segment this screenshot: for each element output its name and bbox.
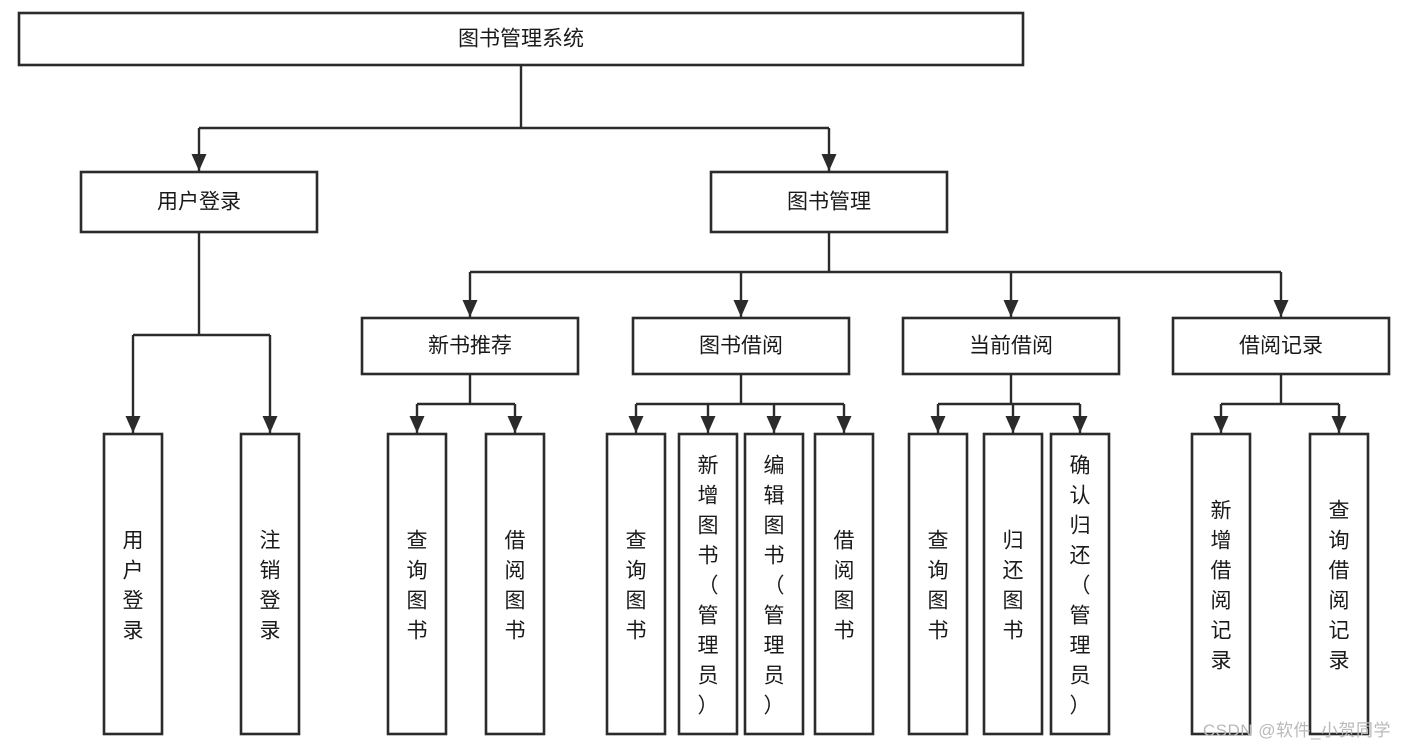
- node-box-leaf-borrow-book-rec: [484, 432, 546, 736]
- node-current-borrow[interactable]: 当前借阅: [901, 316, 1121, 376]
- node-box-leaf-user-login: [102, 432, 164, 736]
- edge-group-root: [191, 65, 837, 171]
- node-layer: 图书管理系统用户登录图书管理新书推荐图书借阅当前借阅借阅记录用户登录注销登录查询…: [17, 11, 1391, 736]
- arrow-head-icon: [262, 416, 278, 433]
- arrow-head-icon: [628, 416, 644, 433]
- node-box-borrow-record: [1171, 316, 1391, 376]
- node-leaf-query-book-rec[interactable]: 查询图书: [386, 432, 448, 736]
- node-label-leaf-return-book: 归还图书: [1003, 529, 1024, 642]
- node-label-leaf-query-book-rec: 查询图书: [407, 529, 428, 642]
- node-book-manage[interactable]: 图书管理: [709, 170, 949, 234]
- node-leaf-query-book-borrow[interactable]: 查询图书: [605, 432, 667, 736]
- arrow-head-icon: [1005, 416, 1021, 433]
- node-box-current-borrow: [901, 316, 1121, 376]
- node-box-book-manage: [709, 170, 949, 234]
- node-box-user-login: [79, 170, 319, 234]
- edge-group-new-book-recommend: [409, 374, 523, 433]
- arrow-head-icon: [733, 300, 749, 317]
- node-box-leaf-confirm-return: [1049, 432, 1111, 736]
- edge-group-current-borrow: [930, 374, 1088, 433]
- node-label-leaf-query-book-cur: 查询图书: [928, 529, 949, 642]
- node-box-leaf-edit-book: [743, 432, 805, 736]
- node-box-leaf-return-book: [982, 432, 1044, 736]
- node-label-leaf-user-login: 用户登录: [123, 529, 144, 642]
- node-new-book-recommend[interactable]: 新书推荐: [360, 316, 580, 376]
- node-label-new-book-recommend: 新书推荐: [428, 335, 512, 358]
- node-box-leaf-query-book-cur: [907, 432, 969, 736]
- node-leaf-add-book[interactable]: 新增图书（管理员）: [677, 432, 739, 736]
- arrow-head-icon: [191, 154, 207, 171]
- node-borrow-record[interactable]: 借阅记录: [1171, 316, 1391, 376]
- node-label-current-borrow: 当前借阅: [969, 335, 1053, 358]
- node-label-leaf-add-record: 新增借阅记录: [1211, 499, 1232, 672]
- node-leaf-query-record[interactable]: 查询借阅记录: [1308, 432, 1370, 736]
- node-leaf-return-book[interactable]: 归还图书: [982, 432, 1044, 736]
- edge-group-book-borrow: [628, 374, 852, 433]
- edge-group-user-login: [125, 232, 278, 433]
- arrow-head-icon: [1213, 416, 1229, 433]
- arrow-head-icon: [836, 416, 852, 433]
- arrow-head-icon: [409, 416, 425, 433]
- arrow-head-icon: [700, 416, 716, 433]
- edge-group-book-manage: [462, 232, 1289, 317]
- node-label-leaf-query-book-borrow: 查询图书: [626, 529, 647, 642]
- arrow-head-icon: [766, 416, 782, 433]
- node-leaf-user-logout[interactable]: 注销登录: [239, 432, 301, 736]
- arrow-head-icon: [930, 416, 946, 433]
- arrow-head-icon: [821, 154, 837, 171]
- node-box-root: [17, 11, 1025, 67]
- node-label-leaf-confirm-return: 确认归还（管理员）: [1070, 454, 1091, 717]
- arrow-head-icon: [462, 300, 478, 317]
- node-leaf-edit-book[interactable]: 编辑图书（管理员）: [743, 432, 805, 736]
- node-label-user-login: 用户登录: [157, 191, 241, 214]
- node-leaf-add-record[interactable]: 新增借阅记录: [1190, 432, 1252, 736]
- node-label-borrow-record: 借阅记录: [1239, 335, 1323, 358]
- node-box-new-book-recommend: [360, 316, 580, 376]
- node-label-book-borrow: 图书借阅: [699, 335, 783, 358]
- node-leaf-user-login[interactable]: 用户登录: [102, 432, 164, 736]
- node-box-leaf-add-record: [1190, 432, 1252, 736]
- edge-group-borrow-record: [1213, 374, 1347, 433]
- node-box-leaf-user-logout: [239, 432, 301, 736]
- node-label-root: 图书管理系统: [458, 28, 584, 51]
- node-label-leaf-borrow-book-rec: 借阅图书: [505, 529, 526, 642]
- connector-layer: [125, 65, 1347, 433]
- node-book-borrow[interactable]: 图书借阅: [631, 316, 851, 376]
- node-root[interactable]: 图书管理系统: [17, 11, 1025, 67]
- arrow-head-icon: [1003, 300, 1019, 317]
- node-leaf-borrow-book-rec[interactable]: 借阅图书: [484, 432, 546, 736]
- node-label-book-manage: 图书管理: [787, 191, 871, 214]
- node-label-leaf-borrow-book: 借阅图书: [834, 529, 855, 642]
- node-label-leaf-query-record: 查询借阅记录: [1329, 499, 1350, 672]
- arrow-head-icon: [125, 416, 141, 433]
- node-label-leaf-add-book: 新增图书（管理员）: [698, 454, 719, 717]
- arrow-head-icon: [1331, 416, 1347, 433]
- node-label-leaf-edit-book: 编辑图书（管理员）: [764, 454, 785, 717]
- node-box-leaf-query-record: [1308, 432, 1370, 736]
- node-box-leaf-borrow-book: [813, 432, 875, 736]
- arrow-head-icon: [1072, 416, 1088, 433]
- arrow-head-icon: [507, 416, 523, 433]
- node-box-book-borrow: [631, 316, 851, 376]
- node-user-login[interactable]: 用户登录: [79, 170, 319, 234]
- node-label-leaf-user-logout: 注销登录: [260, 529, 281, 642]
- node-leaf-query-book-cur[interactable]: 查询图书: [907, 432, 969, 736]
- node-box-leaf-query-book-borrow: [605, 432, 667, 736]
- arrow-head-icon: [1273, 300, 1289, 317]
- node-leaf-confirm-return[interactable]: 确认归还（管理员）: [1049, 432, 1111, 736]
- node-box-leaf-add-book: [677, 432, 739, 736]
- node-leaf-borrow-book[interactable]: 借阅图书: [813, 432, 875, 736]
- node-box-leaf-query-book-rec: [386, 432, 448, 736]
